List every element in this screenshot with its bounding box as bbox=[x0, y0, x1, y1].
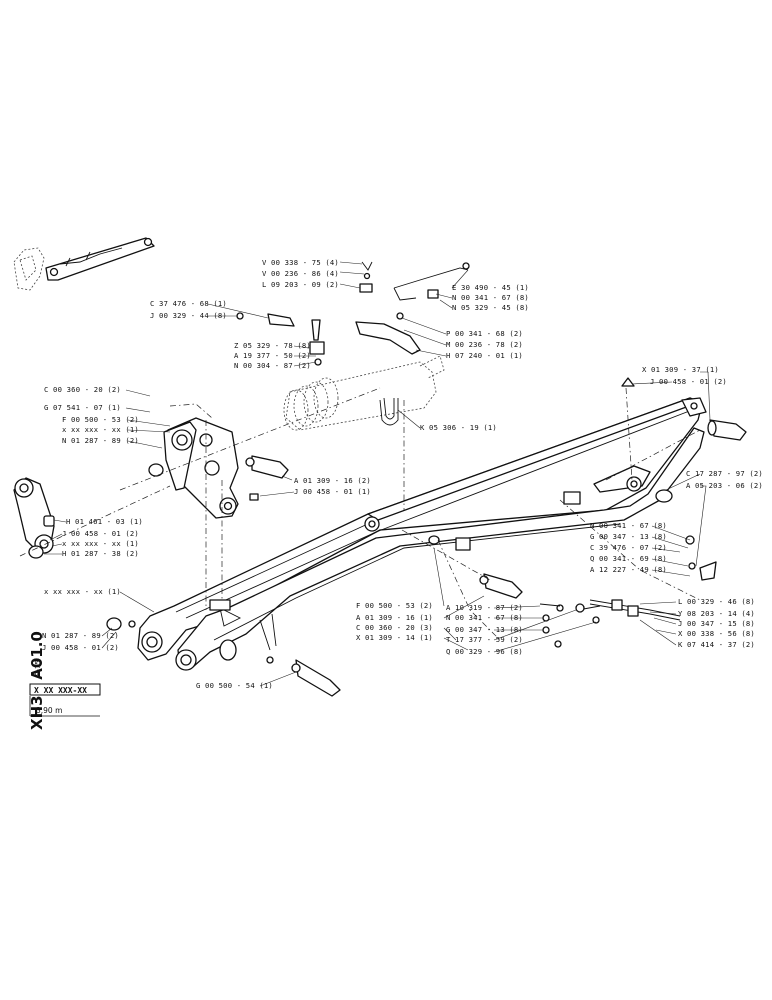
label-q-00-341-69: Q 00 341 - 69 (8) bbox=[590, 554, 667, 563]
label-c-00-360-20-top: C 00 360 - 20 (2) bbox=[44, 385, 121, 394]
label-y-08-203-14: Y 08 203 - 14 (4) bbox=[678, 609, 755, 618]
label-c-39-476-07: C 39 476 - 07 (2) bbox=[590, 543, 667, 552]
label-x-01-309-37: X 01 309 - 37 (1) bbox=[642, 365, 719, 374]
label-n-00-304-87: N 00 304 - 87 (2) bbox=[234, 361, 311, 370]
label-a-05-203-06: A 05 203 - 06 (2) bbox=[686, 481, 763, 490]
label-a-10-319-87: A 10 319 - 87 (2) bbox=[446, 603, 523, 612]
label-e-30-490-45: E 30 490 - 45 (1) bbox=[452, 283, 529, 292]
label-j-00-458-01-bottom: J 00 458 - 01 (2) bbox=[42, 643, 119, 652]
label-j-00-458-01-right: J 00 458 - 01 (2) bbox=[650, 377, 727, 386]
label-a-19-377-50: A 19 377 - 50 (2) bbox=[234, 351, 311, 360]
label-z-05-329-78: Z 05 329 - 78 (8) bbox=[234, 341, 311, 350]
label-c-37-476-68: C 37 476 - 68 (1) bbox=[150, 299, 227, 308]
label-j-00-329-44: J 00 329 - 44 (8) bbox=[150, 311, 227, 320]
label-g-00-500-54: G 00 500 - 54 (1) bbox=[196, 681, 273, 690]
label-f-00-500-53-top: F 00 500 - 53 (2) bbox=[62, 415, 139, 424]
label-h-07-240-01: H 07 240 - 01 (1) bbox=[446, 351, 523, 360]
boom-length: 3,90 m bbox=[36, 706, 62, 715]
link-arm bbox=[13, 477, 55, 554]
label-g-00-347-13-right: G 00 347 - 13 (8) bbox=[590, 532, 667, 541]
label-l-00-329-46: L 00 329 - 46 (8) bbox=[678, 597, 755, 606]
head-bracket bbox=[163, 403, 239, 519]
label-n-00-341-67-bottom: N 00 341 - 67 (8) bbox=[446, 613, 523, 622]
label-n-00-341-67-top: N 00 341 - 67 (8) bbox=[452, 293, 529, 302]
label-j-00-458-01-mid: J 00 458 - 01 (1) bbox=[294, 487, 371, 496]
title-block: XH39 A01.0 9-75 X XX XXX-XX 3,90 m bbox=[28, 631, 101, 730]
label-t-17-377-59: T 17 377 - 59 (2) bbox=[446, 635, 523, 644]
label-a-01-309-16-bottom: A 01 309 - 16 (1) bbox=[356, 613, 433, 622]
label-l-09-203-09: L 09 203 - 09 (2) bbox=[262, 280, 339, 289]
hydraulic-cylinder bbox=[283, 355, 445, 431]
label-a-01-309-16-top: A 01 309 - 16 (2) bbox=[294, 476, 371, 485]
label-v-00-338-75: V 00 338 - 75 (4) bbox=[262, 258, 339, 267]
axis-lines bbox=[19, 387, 701, 641]
label-a-12-227-49: A 12 227 - 49 (8) bbox=[590, 565, 667, 574]
label-h-01-461-03: H 01 461 - 03 (1) bbox=[66, 517, 143, 526]
label-xx-left: x xx xxx - xx (1) bbox=[62, 539, 139, 548]
label-g-00-347-13-bottom: G 00 347 - 13 (8) bbox=[446, 625, 523, 634]
label-x-01-309-14: X 01 309 - 14 (1) bbox=[356, 633, 433, 642]
label-n-00-341-67-right: N 00 341 - 67 (8) bbox=[590, 521, 667, 530]
sheet-revision: 9-75 bbox=[34, 660, 42, 676]
overview-sketch bbox=[13, 237, 155, 291]
label-g-07-541-07: G 07 541 - 07 (1) bbox=[44, 403, 121, 412]
label-m-00-236-78: M 00 236 - 78 (2) bbox=[446, 340, 523, 349]
label-c-17-287-97: C 17 287 - 97 (2) bbox=[686, 469, 763, 478]
label-q-00-329-96: Q 00 329 - 96 (8) bbox=[446, 647, 523, 656]
label-h-01-287-38: H 01 287 - 38 (2) bbox=[62, 549, 139, 558]
label-k-07-414-37: K 07 414 - 37 (2) bbox=[678, 640, 755, 649]
label-n-01-287-89-bottom: N 01 287 - 89 (2) bbox=[42, 631, 119, 640]
label-p-00-341-68: P 00 341 - 68 (2) bbox=[446, 329, 523, 338]
frame-code: X XX XXX-XX bbox=[34, 686, 87, 695]
label-x-00-338-56: X 00 338 - 56 (8) bbox=[678, 629, 755, 638]
label-v-00-236-86: V 00 236 - 86 (4) bbox=[262, 269, 339, 278]
label-xx-top: x xx xxx - xx (1) bbox=[62, 425, 139, 434]
label-n-01-287-89-top: N 01 287 - 89 (2) bbox=[62, 436, 139, 445]
leader-lines bbox=[44, 261, 711, 687]
sheet-code: XH39 A01.0 bbox=[28, 631, 46, 730]
part-labels: V 00 338 - 75 (4) V 00 236 - 86 (4) L 09… bbox=[42, 258, 763, 690]
label-j-00-347-15: J 00 347 - 15 (8) bbox=[678, 619, 755, 628]
label-f-00-500-53-bottom: F 00 500 - 53 (2) bbox=[356, 601, 433, 610]
label-k-05-306-19: K 05 306 - 19 (1) bbox=[420, 423, 497, 432]
label-n-05-329-45: N 05 329 - 45 (8) bbox=[452, 303, 529, 312]
frame-code-box bbox=[29, 683, 101, 696]
main-boom bbox=[137, 397, 707, 671]
label-xx-bottom: x xx xxx - xx (1) bbox=[44, 587, 121, 596]
label-j-00-458-01-left: J 00 458 - 01 (2) bbox=[62, 529, 139, 538]
pins-and-bushings bbox=[28, 261, 747, 697]
label-c-00-360-20-bottom: C 00 360 - 20 (3) bbox=[356, 623, 433, 632]
